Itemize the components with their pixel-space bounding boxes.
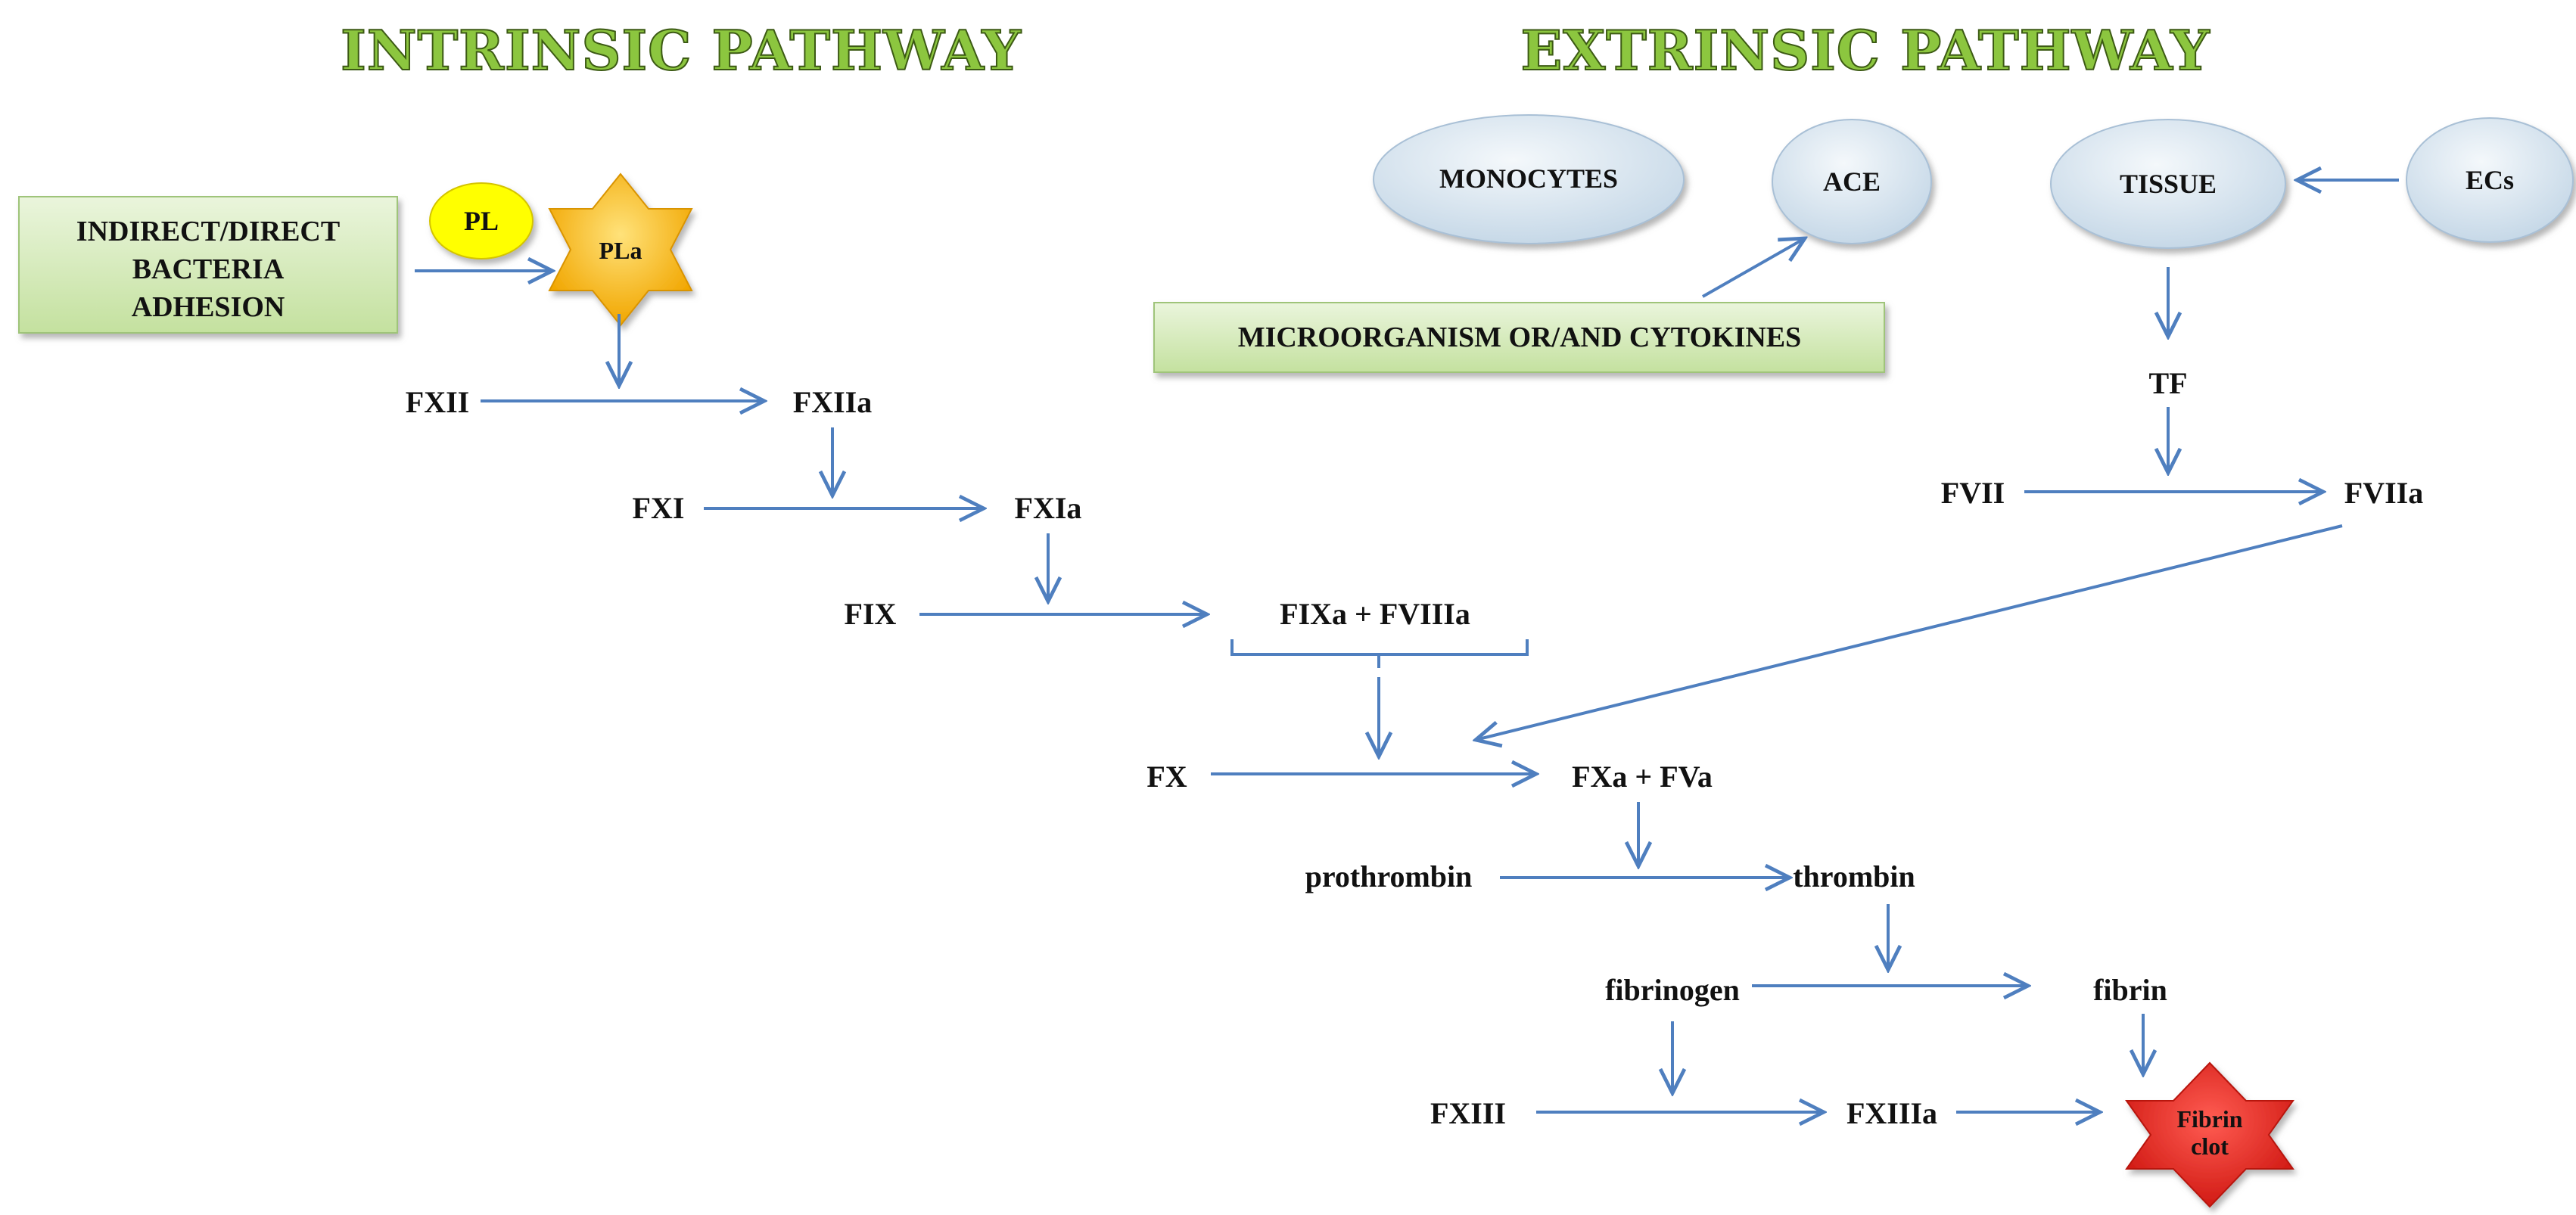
bacteria-box-line-1: INDIRECT/DIRECT xyxy=(76,216,340,247)
bacteria-box-line-2: BACTERIA xyxy=(132,253,285,285)
bracket-fixa-fviiia xyxy=(1230,639,1529,656)
intrinsic-pathway-title: INTRINSIC PATHWAY xyxy=(341,18,1022,82)
node-fibrinogen: fibrinogen xyxy=(1605,973,1740,1007)
node-fx: FX xyxy=(1146,760,1187,794)
node-fxi: FXI xyxy=(633,491,685,525)
node-fviia: FVIIa xyxy=(2344,476,2423,510)
node-fxia: FXIa xyxy=(1015,491,1082,525)
node-thrombin: thrombin xyxy=(1793,859,1915,893)
tissue-label: TISSUE xyxy=(2120,169,2217,199)
arrow-fviia-to-fx xyxy=(1476,524,2343,740)
microorganism-label: MICROORGANISM OR/AND CYTOKINES xyxy=(1238,322,1802,353)
fibrin-clot-label-1: Fibrin xyxy=(2176,1105,2242,1133)
monocytes-oval: MONOCYTES xyxy=(1373,114,1685,244)
extrinsic-pathway-title: EXTRINSIC PATHWAY xyxy=(1520,18,2210,82)
bacteria-adhesion-box: INDIRECT/DIRECT BACTERIA ADHESION xyxy=(18,196,398,334)
pla-label: PLa xyxy=(599,237,642,264)
node-tf: TF xyxy=(2148,366,2187,400)
ace-label: ACE xyxy=(1823,166,1881,197)
node-prothrombin: prothrombin xyxy=(1305,859,1473,893)
node-fxii: FXII xyxy=(406,385,469,419)
arrow-micro-to-ace xyxy=(1702,238,1805,298)
fibrin-clot-star: Fibrin clot xyxy=(2125,1061,2294,1208)
pla-star: PLa xyxy=(548,172,693,327)
ecs-label: ECs xyxy=(2466,165,2514,195)
node-fibrin: fibrin xyxy=(2093,973,2167,1007)
node-fxiia: FXIIa xyxy=(793,385,872,419)
pl-label: PL xyxy=(464,206,499,236)
node-fxiii: FXIII xyxy=(1430,1096,1506,1130)
monocytes-label: MONOCYTES xyxy=(1439,163,1618,194)
node-fvii: FVII xyxy=(1941,476,2005,510)
bacteria-box-line-3: ADHESION xyxy=(132,291,285,323)
pl-oval: PL xyxy=(429,182,534,259)
node-fxiiia: FXIIIa xyxy=(1846,1096,1937,1130)
ecs-oval: ECs xyxy=(2406,117,2574,243)
tissue-oval: TISSUE xyxy=(2050,119,2286,249)
node-fxa-fva: FXa + FVa xyxy=(1572,760,1713,794)
arrows xyxy=(415,180,2399,1112)
ace-oval: ACE xyxy=(1772,119,1932,244)
node-fix: FIX xyxy=(845,597,897,631)
microorganism-box: MICROORGANISM OR/AND CYTOKINES xyxy=(1153,302,1885,373)
node-fixa-fviiia: FIXa + FVIIIa xyxy=(1280,597,1470,631)
fibrin-clot-label-2: clot xyxy=(2191,1133,2229,1160)
